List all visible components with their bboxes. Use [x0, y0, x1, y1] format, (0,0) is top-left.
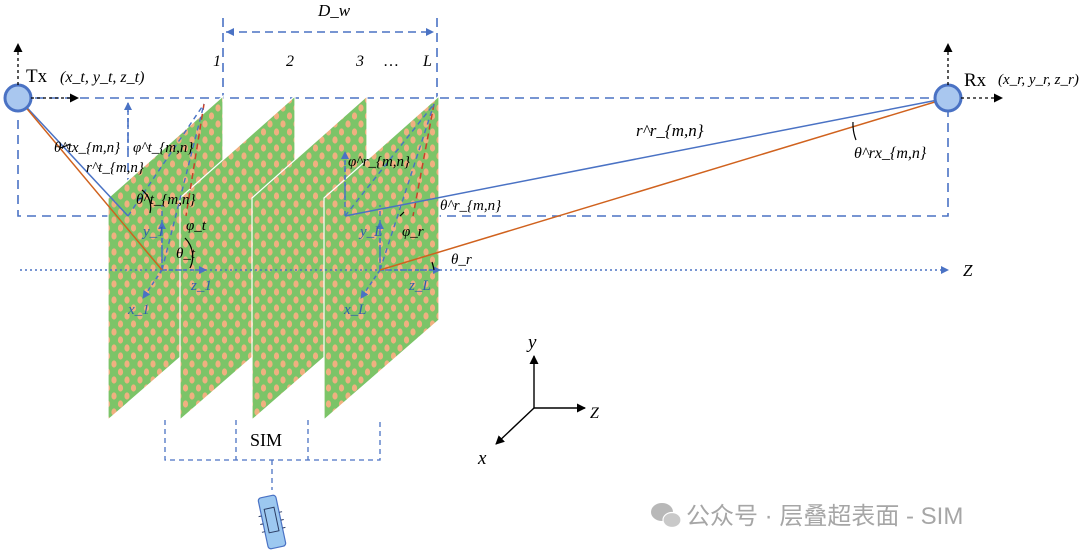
axis3d-x-label: x [477, 448, 487, 469]
layer-label-1: 1 [213, 53, 221, 70]
phi-r-label: φ_r [402, 224, 424, 240]
phi-r-mn-label: φ^r_{m,n} [348, 154, 410, 170]
element-dashes [185, 103, 435, 217]
z1-label: z_1 [190, 278, 212, 294]
sim-label: SIM [250, 430, 282, 450]
angle-arcs [59, 121, 857, 271]
metasurface-layers [107, 94, 440, 422]
layer-L [323, 94, 440, 422]
rx-antenna [933, 43, 1003, 113]
global-z-label: Z [963, 261, 973, 280]
width-dimension: D_w [226, 1, 434, 36]
layer-label-ellipsis: … [383, 53, 399, 70]
y1-label: y_1 [141, 224, 165, 240]
watermark: 公众号 · 层叠超表面 - SIM [651, 503, 963, 530]
xL-label: x_L [343, 302, 367, 318]
zL-label: z_L [408, 278, 431, 294]
axis3d-z-label: Z [590, 405, 600, 422]
chip-icon [257, 494, 287, 550]
layer-label-3: 3 [355, 53, 364, 70]
axis3d-y-label: y [526, 332, 537, 353]
axes-3d [495, 355, 586, 445]
sim-bracket [164, 420, 381, 490]
yL-label: y_L [358, 224, 383, 240]
layer-labels: 1 2 3 … L [213, 53, 432, 70]
rx-coords: (x_r, y_r, z_r) [998, 72, 1079, 88]
theta-tx-label: θ^tx_{m,n} [54, 140, 120, 156]
theta-t-mn-label: θ^t_{m,n} [136, 192, 195, 208]
x1-label: x_1 [127, 302, 150, 318]
theta-r-mn-label: θ^r_{m,n} [440, 198, 501, 214]
r-t-label: r^t_{m,n} [86, 160, 144, 176]
tx-antenna [3, 43, 79, 113]
r-r-label: r^r_{m,n} [636, 121, 704, 140]
wechat-icon [651, 503, 682, 529]
layer-label-L: L [422, 53, 432, 70]
theta-rx-label: θ^rx_{m,n} [854, 145, 927, 162]
theta-r-label: θ_r [451, 252, 472, 268]
layer-label-2: 2 [286, 53, 294, 70]
phi-t-label: φ_t [186, 218, 207, 234]
rx-label: Rx [964, 70, 987, 91]
theta-t-label: θ_t [176, 246, 196, 262]
width-label: D_w [317, 1, 351, 20]
watermark-text: 公众号 · 层叠超表面 - SIM [686, 503, 963, 530]
tx-coords: (x_t, y_t, z_t) [60, 69, 144, 86]
tx-label: Tx [26, 66, 48, 87]
phi-t-mn-label: φ^t_{m,n} [133, 140, 193, 156]
